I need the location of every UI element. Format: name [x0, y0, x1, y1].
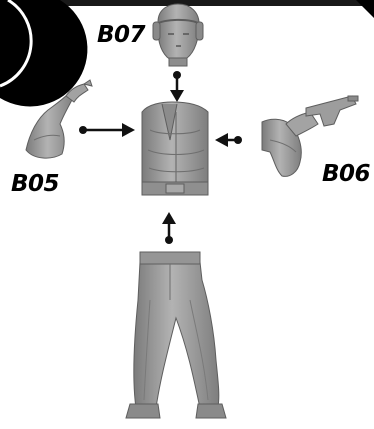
part-label-head: B07	[97, 24, 145, 47]
legs-connector-arrow-icon	[162, 212, 176, 244]
right-arm-connector-arrow-icon	[215, 133, 242, 147]
torso-part	[142, 102, 208, 195]
left-arm-connector-arrow-icon	[79, 123, 135, 137]
part-label-right-arm: B06	[322, 163, 370, 186]
part-label-left-arm: B05	[11, 173, 59, 196]
head-connector-arrow-icon	[170, 71, 184, 102]
legs-part	[126, 252, 226, 418]
head-part	[153, 4, 203, 66]
